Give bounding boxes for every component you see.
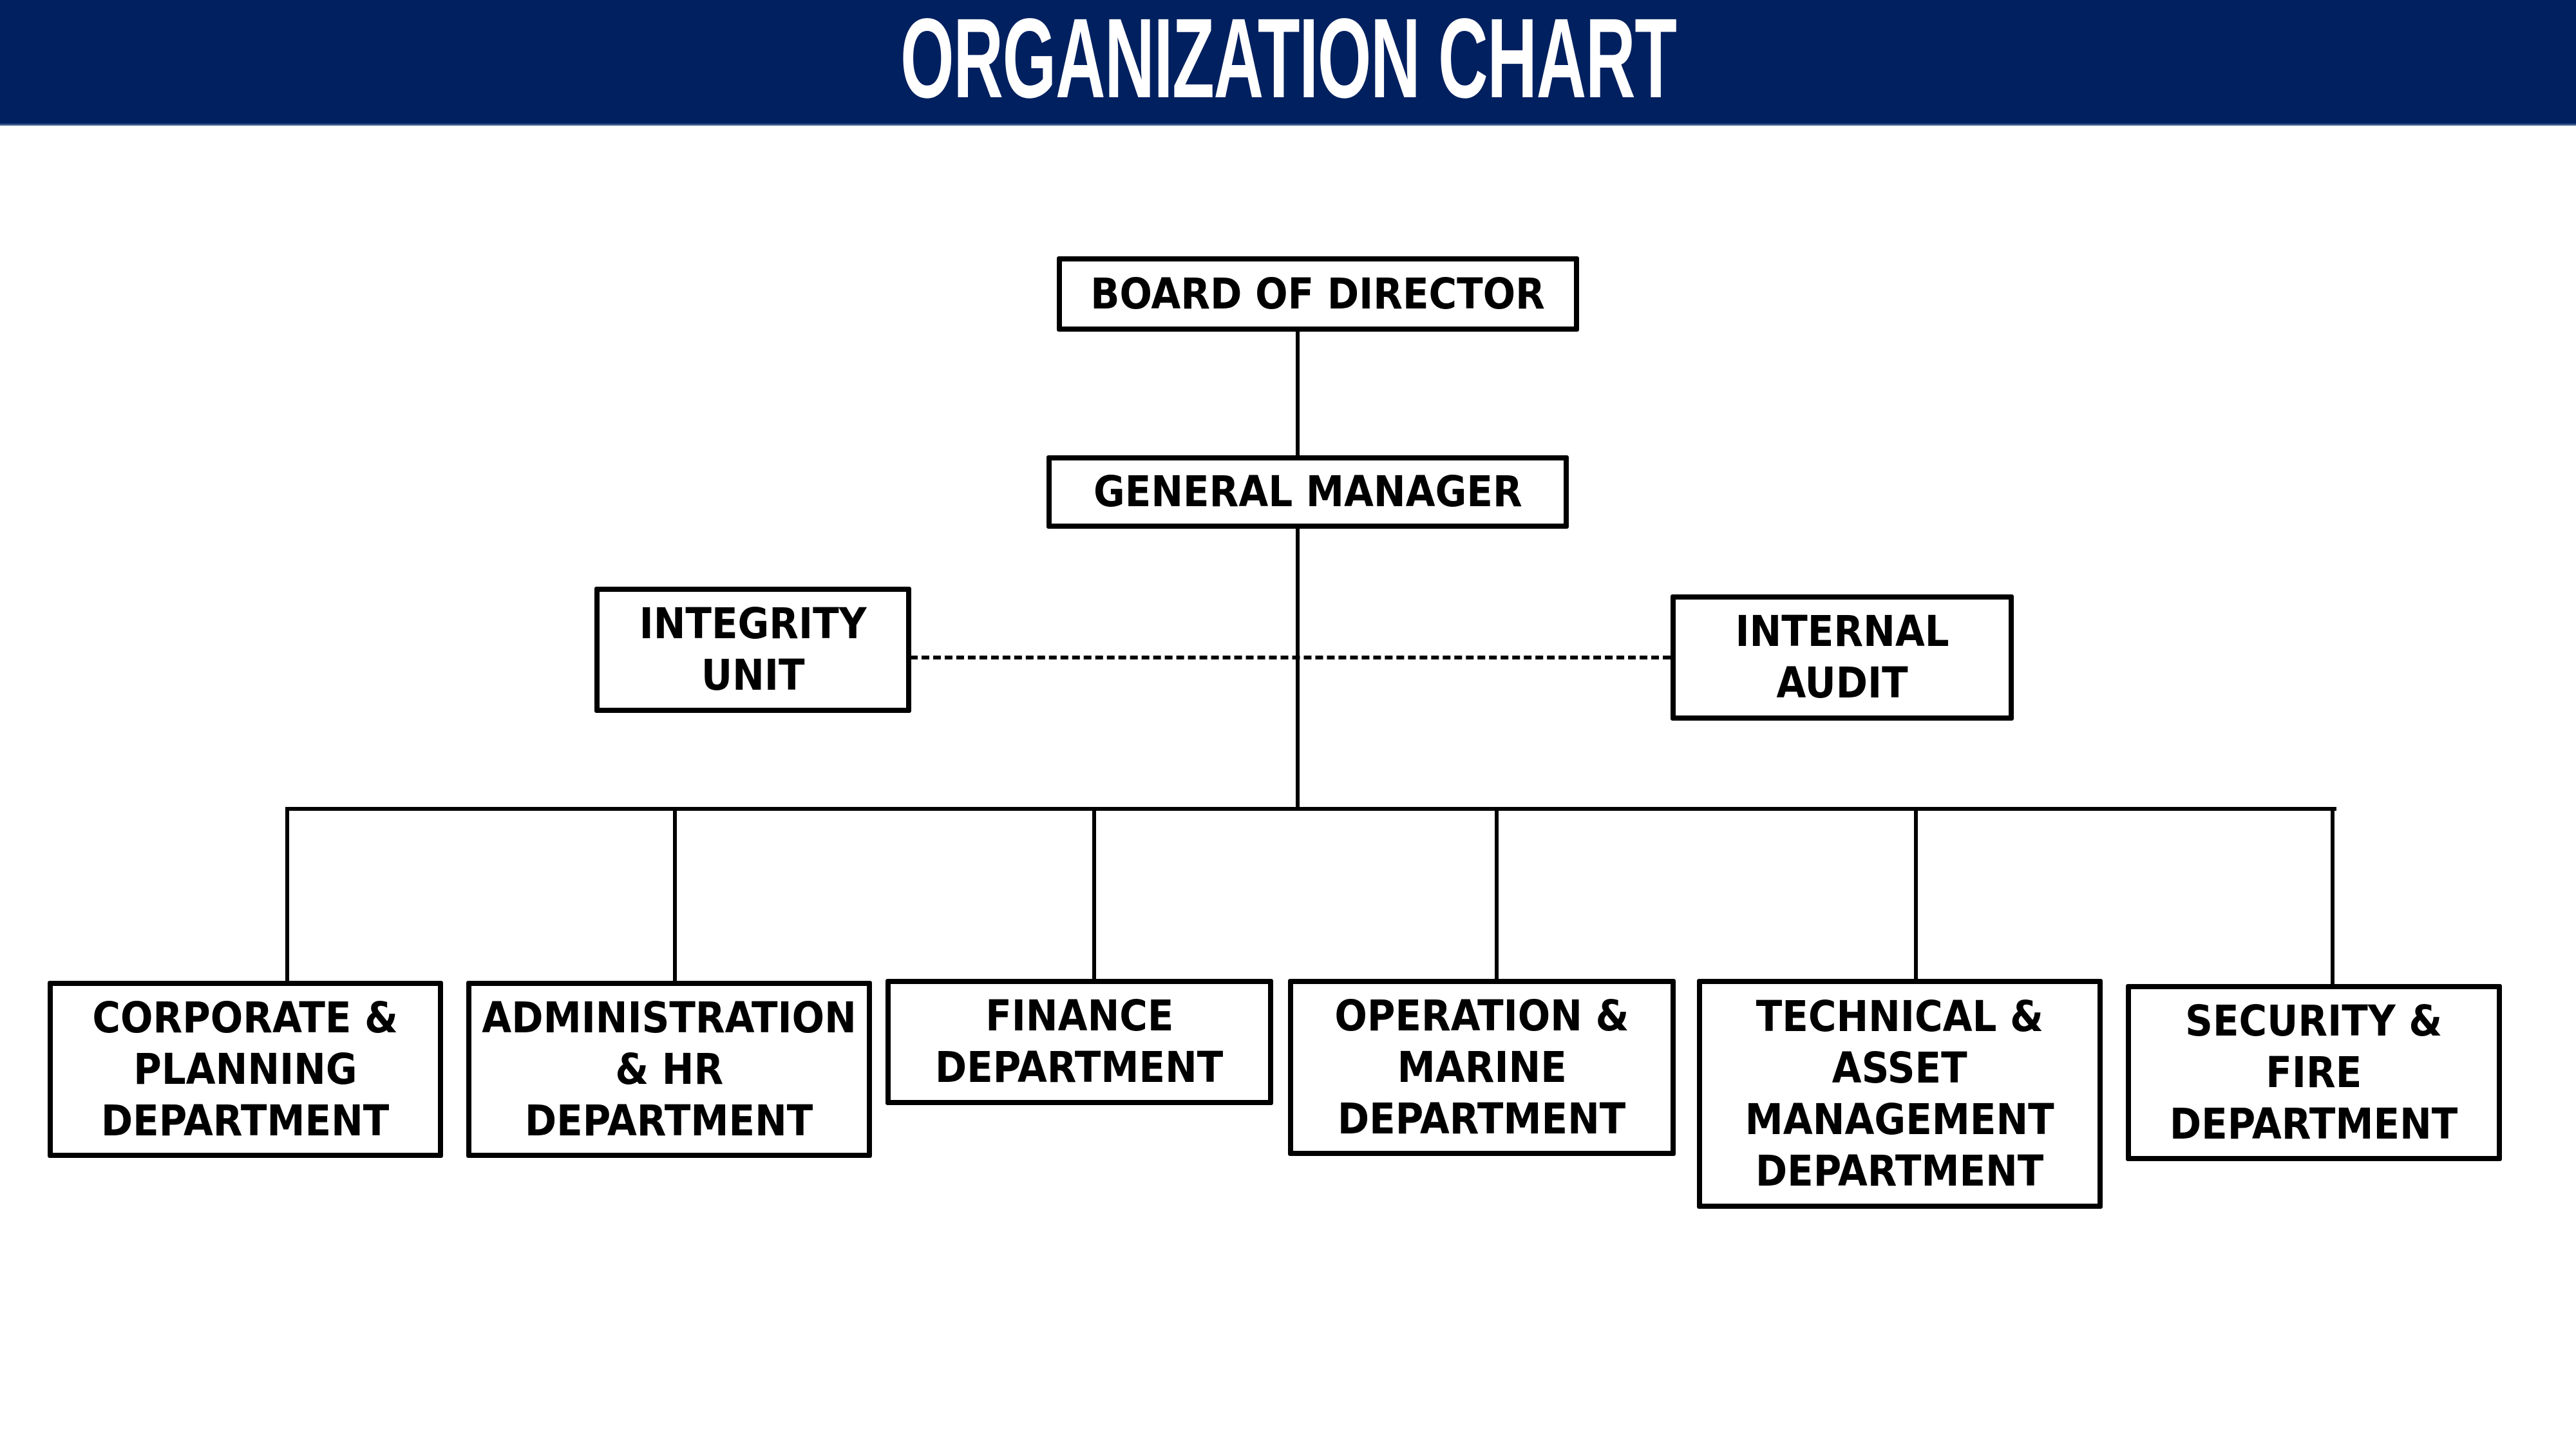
node-label-line: INTERNAL	[1735, 607, 1949, 656]
connector-drop-security	[2331, 807, 2334, 986]
node-label-line: DEPARTMENT	[935, 1043, 1224, 1092]
node-label-line: PLANNING	[133, 1044, 357, 1094]
node-label-line: & HR	[615, 1044, 723, 1094]
node-label-line: DEPARTMENT	[101, 1095, 390, 1146]
node-label-line: ADMINISTRATION	[482, 992, 857, 1043]
connector-department-bus	[285, 807, 2336, 811]
connector-drop-finance	[1092, 807, 1096, 980]
node-technical-asset-management-department: TECHNICAL & ASSET MANAGEMENT DEPARTMENT	[1697, 979, 2103, 1209]
page-title: ORGANIZATION CHART	[900, 0, 1677, 122]
node-general-manager: GENERAL MANAGER	[1046, 455, 1569, 529]
node-label-line: DEPARTMENT	[1756, 1146, 2044, 1196]
connector-board-to-gm	[1296, 330, 1300, 457]
node-label-line: UNIT	[701, 650, 805, 700]
node-operation-marine-department: OPERATION & MARINE DEPARTMENT	[1288, 979, 1676, 1156]
node-label-line: FIRE	[2266, 1047, 2362, 1097]
node-internal-audit: INTERNAL AUDIT	[1671, 594, 2014, 721]
node-security-fire-department: SECURITY & FIRE DEPARTMENT	[2126, 984, 2502, 1161]
node-label-line: INTEGRITY	[639, 599, 867, 649]
connector-drop-technical	[1914, 807, 1918, 980]
node-board-of-director: BOARD OF DIRECTOR	[1057, 256, 1579, 332]
node-label-line: DEPARTMENT	[2170, 1099, 2458, 1149]
node-label-line: MARINE	[1397, 1042, 1567, 1092]
node-label-line: FINANCE	[985, 991, 1174, 1041]
node-label-line: CORPORATE &	[92, 992, 399, 1043]
connector-drop-corporate	[285, 807, 289, 982]
node-label-line: MANAGEMENT	[1745, 1094, 2055, 1144]
header-banner	[0, 0, 2576, 126]
node-label-line: TECHNICAL &	[1756, 991, 2044, 1041]
node-administration-hr-department: ADMINISTRATION & HR DEPARTMENT	[466, 981, 872, 1158]
connector-staff-dashed	[910, 656, 1671, 659]
node-label-line: DEPARTMENT	[525, 1095, 813, 1146]
node-label-line: AUDIT	[1776, 658, 1908, 708]
node-finance-department: FINANCE DEPARTMENT	[886, 979, 1273, 1105]
node-label-line: OPERATION &	[1334, 990, 1629, 1041]
node-label: GENERAL MANAGER	[1093, 467, 1522, 516]
node-label-line: ASSET	[1832, 1043, 1967, 1093]
node-corporate-planning-department: CORPORATE & PLANNING DEPARTMENT	[48, 981, 443, 1158]
connector-drop-administration	[673, 807, 677, 982]
node-label-line: DEPARTMENT	[1338, 1094, 1626, 1144]
node-label: BOARD OF DIRECTOR	[1090, 269, 1546, 319]
node-label-line: SECURITY &	[2185, 996, 2443, 1046]
node-integrity-unit: INTEGRITY UNIT	[594, 587, 911, 713]
connector-drop-operation	[1495, 807, 1499, 980]
page-title-container: ORGANIZATION CHART	[0, 0, 2576, 126]
connector-gm-to-bus	[1296, 527, 1300, 811]
